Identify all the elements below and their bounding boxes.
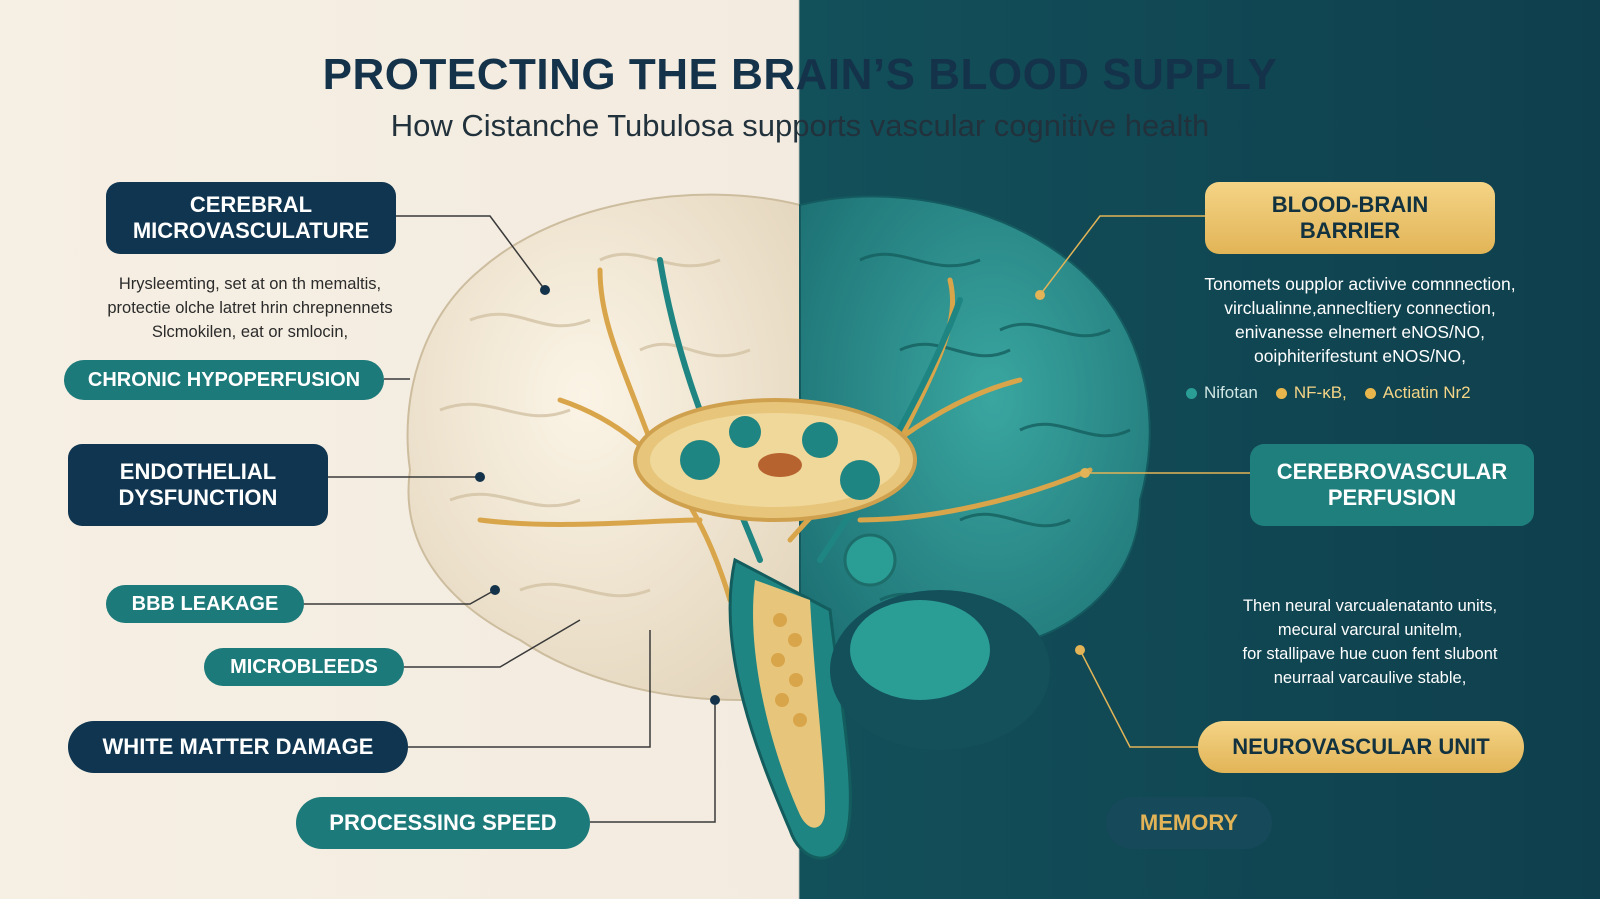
- legend-label: Actiatin Nr2: [1382, 383, 1471, 402]
- label-processing-speed: PROCESSING SPEED: [296, 797, 590, 849]
- legend-item: Nifotan: [1186, 383, 1258, 403]
- vessel-cross-section: [633, 398, 917, 522]
- left-note-line: protectie olche latret hrin chrepnennets: [107, 299, 393, 317]
- brainstem: [728, 557, 852, 860]
- legend-label: NF-κB,: [1293, 383, 1347, 402]
- right-note-bottom: Then neural varcualenatanto units, mecur…: [1180, 594, 1560, 690]
- left-note-line: Slcmokilen, eat or smlocin,: [151, 323, 349, 341]
- right-note-line: ooiphiterifestunt eNOS/NO,: [1253, 346, 1467, 366]
- right-note-line: mecural varcural unitelm,: [1277, 621, 1463, 639]
- label-blood-brain-barrier: BLOOD-BRAIN BARRIER: [1205, 182, 1495, 254]
- label-endothelial-dysfunction: ENDOTHELIAL DYSFUNCTION: [68, 444, 328, 526]
- teal-dot-icon: [1186, 387, 1197, 399]
- right-note-line: for stallipave hue cuon fent slubont: [1242, 645, 1498, 663]
- right-note-line: enivanesse elnemert eNOS/NO,: [1235, 322, 1485, 342]
- legend-item: Actiatin Nr2: [1364, 383, 1471, 403]
- right-note-line: neurraal varcaulive stable,: [1273, 669, 1467, 687]
- page-title: PROTECTING THE BRAIN’S BLOOD SUPPLY: [322, 50, 1278, 99]
- label-white-matter-damage: WHITE MATTER DAMAGE: [68, 721, 408, 773]
- legend-label: Nifotan: [1204, 383, 1258, 402]
- left-gyri: [439, 252, 751, 598]
- right-leader-lines: [1039, 215, 1250, 748]
- label-cerebrovascular-perfusion: CEREBROVASCULAR PERFUSION: [1250, 444, 1534, 526]
- page-subtitle: How Cistanche Tubulosa supports vascular…: [390, 108, 1210, 143]
- cerebellum: [830, 533, 1050, 750]
- left-note: Hrysleemting, set at on th memaltis, pro…: [80, 272, 420, 344]
- left-note-line: Hrysleemting, set at on th memaltis,: [118, 275, 382, 293]
- label-microbleeds: MICROBLEEDS: [204, 648, 404, 686]
- label-cerebral-microvasculature: CEREBRAL MICROVASCULATURE: [106, 182, 396, 254]
- label-memory: MEMORY: [1106, 797, 1272, 849]
- gold-dot-icon: [1364, 387, 1376, 399]
- right-note-line: Then neural varcualenatanto units,: [1242, 597, 1498, 615]
- right-note-line: virclualinne,annecltiery connection,: [1224, 298, 1496, 318]
- leader-endpoints: [475, 285, 1090, 705]
- legend-item: NF-κB,: [1275, 383, 1347, 403]
- label-neurovascular-unit: NEUROVASCULAR UNIT: [1198, 721, 1524, 773]
- left-leader-lines: [304, 215, 716, 823]
- label-chronic-hypoperfusion: CHRONIC HYPOPERFUSION: [64, 360, 384, 400]
- gold-dot-icon: [1275, 387, 1287, 399]
- label-bbb-leakage: BBB LEAKAGE: [106, 585, 304, 623]
- right-note-line: Tonomets oupplor activive comnnection,: [1204, 274, 1516, 294]
- right-note-top: Tonomets oupplor activive comnnection, v…: [1160, 272, 1560, 368]
- brain-left-hemisphere: [406, 193, 801, 701]
- legend: Nifotan NF-κB, Actiatin Nr2: [1186, 383, 1471, 403]
